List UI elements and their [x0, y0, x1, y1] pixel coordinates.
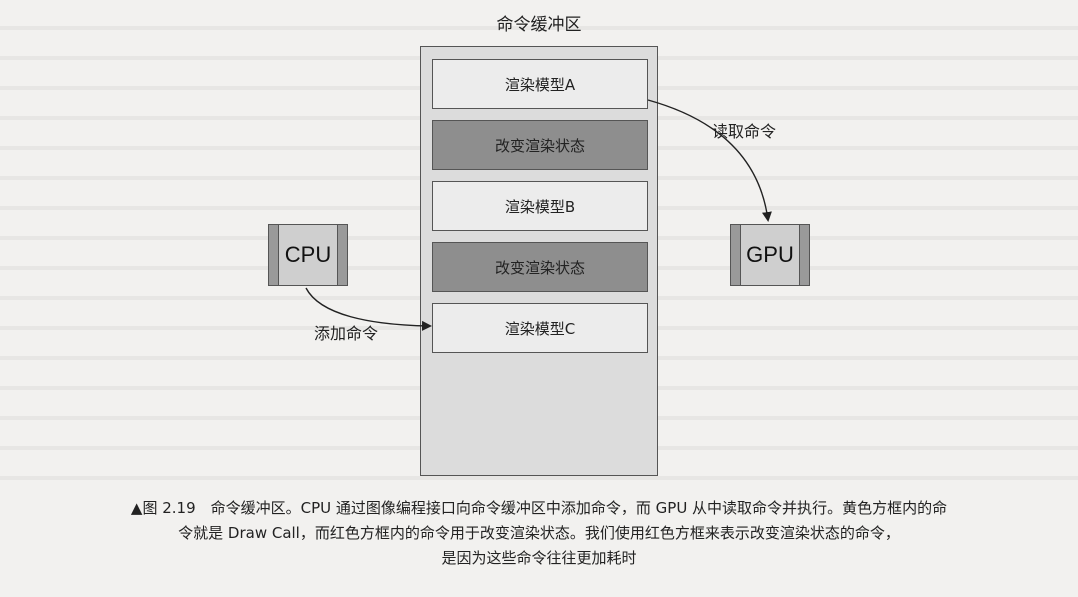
read-command-arrow	[647, 99, 772, 222]
command-change-state-1: 改变渲染状态	[432, 120, 648, 170]
read-command-label: 读取命令	[712, 122, 777, 141]
cpu-label: CPU	[284, 242, 332, 267]
add-command-label: 添加命令	[314, 324, 379, 343]
caption-line-2: 令就是 Draw Call，而红色方框内的命令用于改变渲染状态。我们使用红色方框…	[178, 524, 900, 542]
command-draw-model-a: 渲染模型A	[432, 59, 648, 109]
command-draw-model-b: 渲染模型B	[432, 181, 648, 231]
caption-line-3: 是因为这些命令往往更加耗时	[441, 549, 637, 567]
figure-caption: ▲图 2.19 命令缓冲区。CPU 通过图像编程接口向命令缓冲区中添加命令，而 …	[0, 496, 1078, 571]
command-buffer: 渲染模型A 改变渲染状态 渲染模型B 改变渲染状态 渲染模型C	[420, 46, 658, 476]
cpu-box: CPU	[268, 224, 348, 286]
arrows-layer	[305, 99, 772, 331]
caption-line-1: ▲图 2.19 命令缓冲区。CPU 通过图像编程接口向命令缓冲区中添加命令，而 …	[130, 499, 948, 517]
command-change-state-2: 改变渲染状态	[432, 242, 648, 292]
buffer-title: 命令缓冲区	[496, 15, 582, 35]
gpu-box: GPU	[730, 224, 810, 286]
command-draw-model-c: 渲染模型C	[432, 303, 648, 353]
add-command-arrow	[305, 287, 432, 331]
gpu-label: GPU	[746, 242, 794, 267]
